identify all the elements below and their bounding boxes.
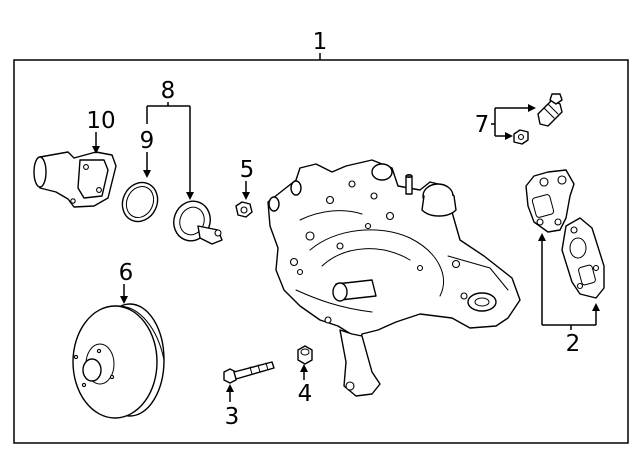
water-pump-pulley — [72, 303, 165, 419]
callout-10: 10 — [86, 108, 116, 154]
callout-10-label: 10 — [86, 108, 115, 134]
callout-5-label: 5 — [240, 157, 255, 183]
callout-7-arrow-bottom — [505, 132, 513, 140]
callout-5-arrow — [242, 192, 250, 200]
bolt-part-3 — [223, 361, 275, 384]
thermostat — [173, 200, 223, 245]
sensor-nut — [513, 129, 529, 145]
water-outlet — [33, 151, 117, 208]
callout-6: 6 — [119, 260, 134, 304]
callout-7-label: 7 — [475, 112, 490, 138]
callout-2-arrow-right — [592, 303, 600, 311]
callout-8-label: 8 — [161, 78, 176, 104]
water-pump-assembly — [267, 159, 521, 397]
callout-4-label: 4 — [298, 381, 313, 407]
callout-9: 9 — [140, 128, 155, 178]
callout-6-arrow — [120, 296, 128, 304]
callout-5: 5 — [240, 157, 255, 200]
callout-3-arrow — [226, 384, 234, 392]
pump-gasket-left — [525, 169, 575, 233]
callout-3-label: 3 — [225, 404, 240, 430]
pump-gasket-right — [561, 217, 605, 299]
callout-6-label: 6 — [119, 260, 134, 286]
diagram-frame — [13, 59, 629, 444]
callout-4-arrow — [300, 364, 308, 372]
callout-2: 2 — [538, 233, 600, 357]
callout-7: 7 — [475, 104, 536, 140]
callout-8-arrow — [186, 192, 194, 200]
callout-1: 1 — [313, 29, 328, 60]
callout-7-arrow-top — [528, 104, 536, 112]
thermostat-gasket — [121, 181, 159, 223]
nut-part-5 — [235, 201, 253, 218]
callout-9-arrow — [143, 170, 151, 178]
callout-10-arrow — [92, 146, 100, 154]
callout-2-arrow-left — [538, 233, 546, 241]
callout-3: 3 — [225, 384, 240, 430]
spacer-part-4 — [297, 345, 313, 365]
temperature-sensor — [537, 93, 563, 127]
callout-4: 4 — [298, 364, 313, 407]
callout-8: 8 — [146, 78, 194, 200]
callout-9-label: 9 — [140, 128, 155, 154]
callout-2-label: 2 — [566, 331, 581, 357]
callout-1-label: 1 — [313, 29, 328, 55]
